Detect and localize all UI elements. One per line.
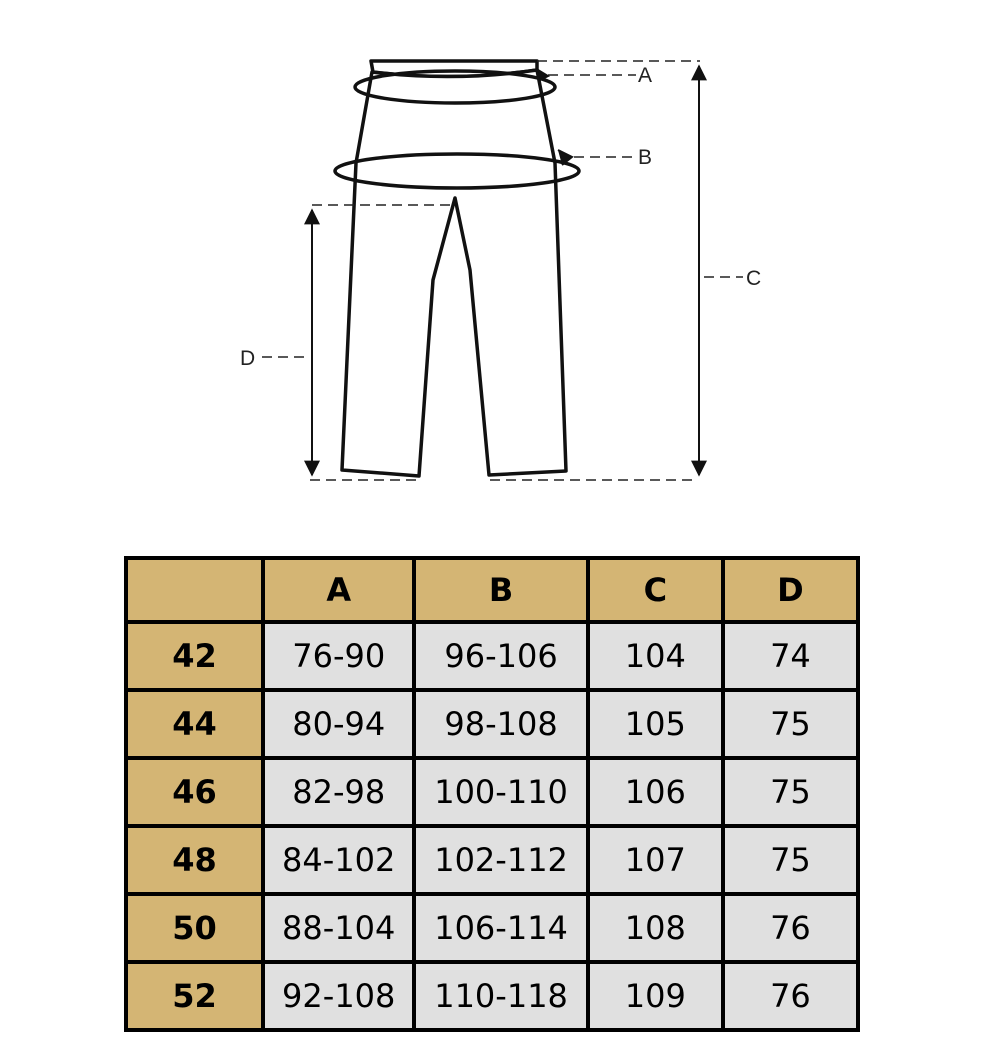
- cell-c: 107: [589, 828, 721, 892]
- cell-c: 104: [589, 624, 721, 688]
- cell-d: 75: [724, 692, 856, 756]
- cell-a: 80-94: [265, 692, 413, 756]
- dimension-arrows: [304, 64, 707, 477]
- cell-a: 92-108: [265, 964, 413, 1028]
- table-row: 46 82-98 100-110 106 75: [128, 760, 856, 824]
- cell-d: 75: [724, 828, 856, 892]
- cell-b: 110-118: [416, 964, 586, 1028]
- label-d: D: [240, 347, 255, 370]
- cell-c: 109: [589, 964, 721, 1028]
- cell-b: 100-110: [416, 760, 586, 824]
- size-cell: 46: [128, 760, 262, 824]
- measurement-loops: [333, 69, 581, 190]
- size-cell: 50: [128, 896, 262, 960]
- hip-loop: [333, 152, 581, 190]
- cell-a: 76-90: [265, 624, 413, 688]
- table-row: 50 88-104 106-114 108 76: [128, 896, 856, 960]
- table-row: 42 76-90 96-106 104 74: [128, 624, 856, 688]
- cell-c: 106: [589, 760, 721, 824]
- size-cell: 52: [128, 964, 262, 1028]
- waist-loop: [353, 69, 557, 105]
- pants-outline: [340, 59, 568, 478]
- cell-d: 76: [724, 964, 856, 1028]
- cell-a: 82-98: [265, 760, 413, 824]
- cell-d: 74: [724, 624, 856, 688]
- size-chart-table: A B C D 42 76-90 96-106 104 74 44 80-94 …: [124, 556, 860, 1032]
- cell-b: 102-112: [416, 828, 586, 892]
- cell-b: 98-108: [416, 692, 586, 756]
- cell-b: 106-114: [416, 896, 586, 960]
- header-d: D: [724, 560, 856, 620]
- size-cell: 48: [128, 828, 262, 892]
- table-header-row: A B C D: [128, 560, 856, 620]
- cell-b: 96-106: [416, 624, 586, 688]
- header-a: A: [265, 560, 413, 620]
- cell-d: 75: [724, 760, 856, 824]
- header-b: B: [416, 560, 586, 620]
- cell-c: 105: [589, 692, 721, 756]
- label-a: A: [638, 64, 652, 87]
- header-c: C: [589, 560, 721, 620]
- pants-measurement-diagram: A B C D: [240, 59, 761, 481]
- cell-a: 84-102: [265, 828, 413, 892]
- header-size: [128, 560, 262, 620]
- table-row: 48 84-102 102-112 107 75: [128, 828, 856, 892]
- guide-lines: [262, 60, 743, 481]
- table-row: 44 80-94 98-108 105 75: [128, 692, 856, 756]
- label-b: B: [638, 146, 652, 169]
- size-cell: 42: [128, 624, 262, 688]
- cell-d: 76: [724, 896, 856, 960]
- cell-c: 108: [589, 896, 721, 960]
- cell-a: 88-104: [265, 896, 413, 960]
- size-cell: 44: [128, 692, 262, 756]
- table-row: 52 92-108 110-118 109 76: [128, 964, 856, 1028]
- label-c: C: [746, 267, 761, 290]
- pants-body: [340, 68, 568, 478]
